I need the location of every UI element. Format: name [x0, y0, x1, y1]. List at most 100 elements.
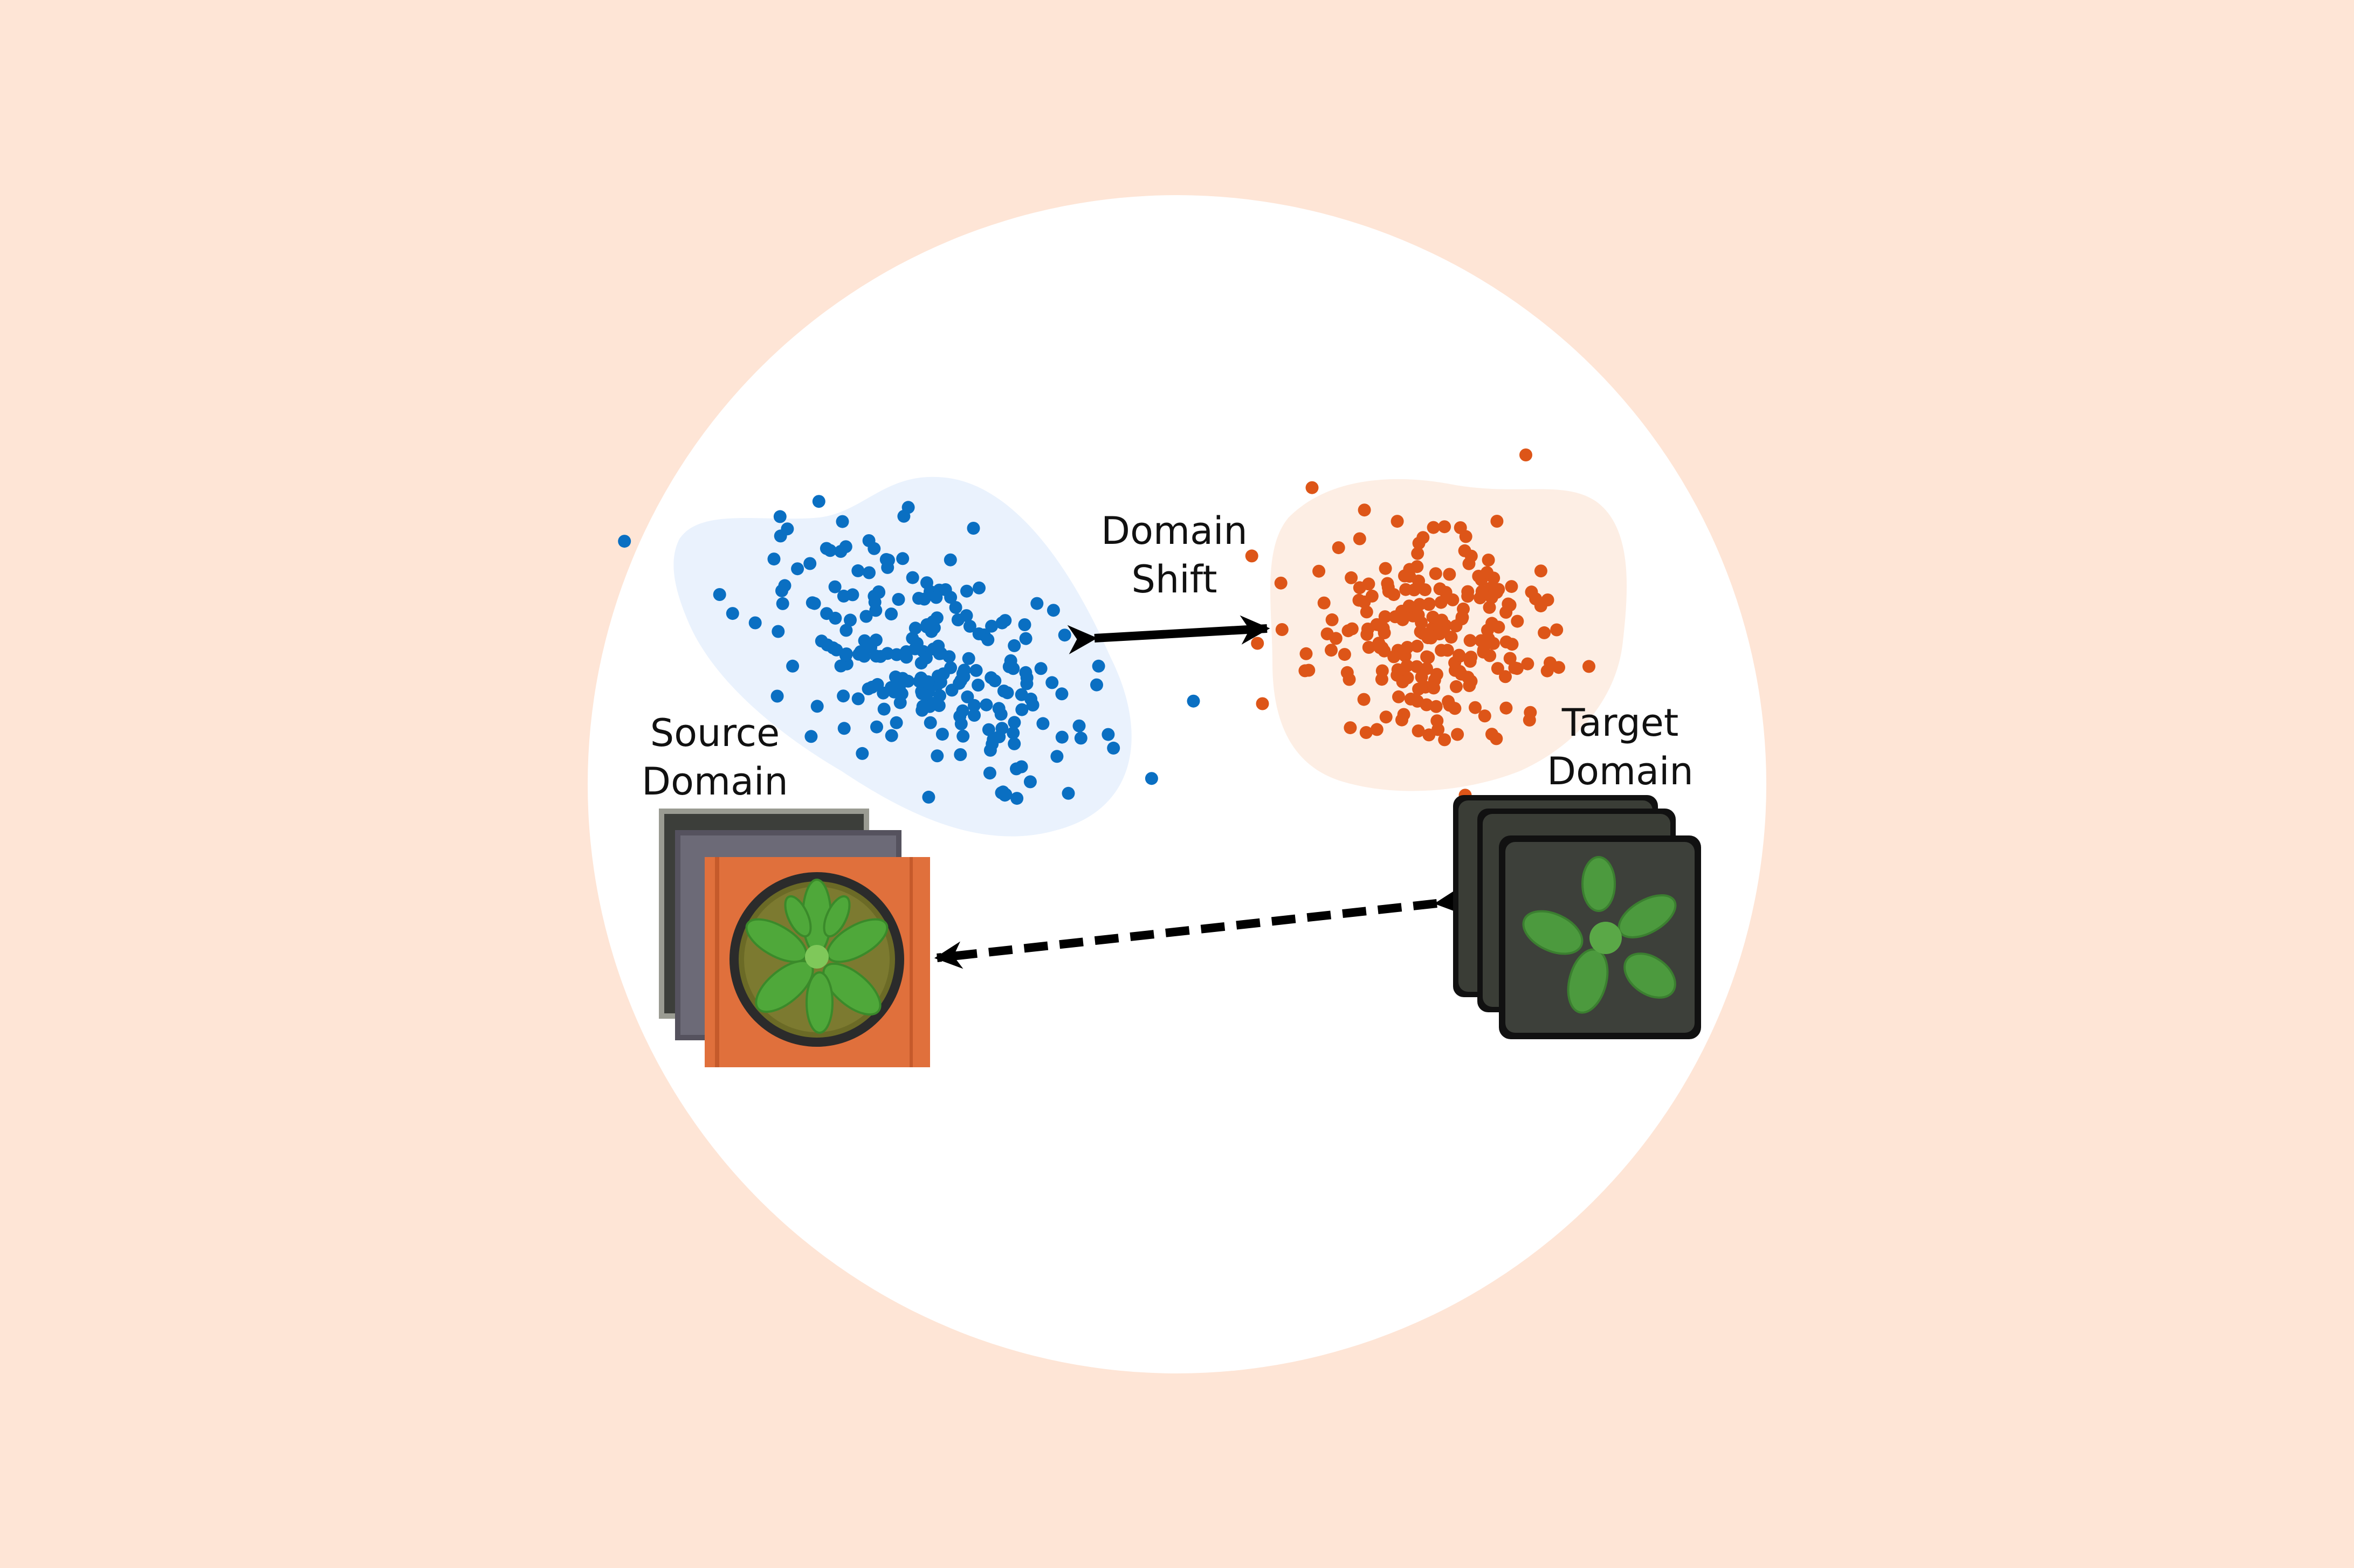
target-point: [1413, 537, 1426, 550]
source-point: [968, 709, 981, 722]
source-point: [932, 669, 945, 682]
source-point: [1055, 687, 1068, 700]
target-point: [1358, 693, 1371, 706]
target-point: [1544, 657, 1557, 669]
source-point: [1020, 632, 1033, 645]
source-point: [858, 634, 871, 647]
source-point: [791, 562, 804, 575]
target-point: [1422, 598, 1435, 611]
target-point: [1482, 554, 1495, 567]
target-point: [1541, 593, 1554, 606]
source-point: [892, 593, 905, 606]
target-point: [1451, 728, 1464, 741]
target-point: [1492, 583, 1505, 596]
domain-shift-label-line2: Shift: [1056, 555, 1293, 604]
target-point: [1453, 649, 1465, 662]
target-point: [1422, 651, 1435, 664]
source-point: [1001, 686, 1014, 699]
target-point: [1345, 571, 1358, 584]
source-point: [1020, 677, 1033, 690]
source-point: [1058, 628, 1071, 641]
target-point: [1353, 533, 1366, 545]
source-point: [995, 722, 1008, 735]
source-point: [996, 617, 1009, 630]
source-point: [970, 664, 983, 677]
source-point: [774, 510, 787, 523]
target-domain-label: Target Domain: [1512, 699, 1728, 796]
target-point: [1505, 580, 1518, 593]
source-point: [1056, 731, 1069, 744]
source-point: [862, 682, 875, 695]
source-point: [749, 617, 762, 630]
target-point: [1403, 570, 1416, 583]
source-point: [896, 552, 909, 565]
source-point: [836, 515, 849, 528]
source-point: [962, 652, 975, 665]
source-point: [900, 651, 913, 664]
source-point: [870, 721, 883, 734]
target-point: [1529, 592, 1542, 605]
source-domain-label: Source Domain: [607, 709, 823, 806]
target-point: [1499, 702, 1512, 715]
source-point: [954, 748, 967, 761]
target-point: [1485, 617, 1498, 630]
source-point: [956, 730, 969, 743]
source-point: [786, 660, 799, 673]
source-point: [920, 652, 933, 665]
target-point: [1338, 648, 1351, 661]
source-point: [924, 716, 937, 729]
target-point: [1427, 611, 1440, 624]
source-point: [1107, 742, 1120, 755]
source-point: [1092, 660, 1105, 673]
source-point: [973, 627, 986, 640]
target-point: [1387, 650, 1400, 663]
source-point: [726, 607, 739, 620]
source-point: [1010, 762, 1023, 775]
target-point: [1396, 675, 1409, 688]
target-point: [1391, 515, 1404, 528]
source-point: [933, 647, 946, 660]
target-point: [1346, 623, 1359, 636]
source-point: [771, 690, 784, 703]
source-point: [890, 716, 903, 729]
target-point: [1298, 664, 1311, 677]
source-point: [906, 571, 919, 584]
target-point: [1550, 624, 1563, 637]
target-point: [1454, 521, 1467, 534]
target-point: [1440, 586, 1453, 599]
target-point: [1256, 697, 1269, 710]
source-point: [885, 607, 898, 620]
source-domain-label-line1: Source: [607, 709, 823, 757]
source-point: [939, 583, 952, 596]
target-point: [1435, 644, 1448, 657]
source-point: [885, 681, 898, 694]
target-point: [1380, 710, 1393, 723]
target-point: [1353, 594, 1366, 607]
target-point: [1401, 659, 1414, 672]
source-point: [837, 689, 850, 702]
source-point: [917, 700, 930, 713]
target-point: [1326, 613, 1339, 626]
source-point: [820, 607, 833, 620]
target-point: [1438, 520, 1451, 533]
source-point: [944, 554, 957, 567]
source-point: [944, 661, 957, 674]
target-point: [1318, 597, 1331, 610]
source-point: [916, 687, 928, 700]
target-point: [1499, 606, 1512, 619]
target-point: [1412, 724, 1425, 737]
target-point: [1411, 695, 1424, 708]
target-point: [1410, 640, 1423, 653]
source-point: [1030, 597, 1043, 610]
source-domain-label-line2: Domain: [607, 757, 823, 806]
target-point: [1321, 627, 1334, 640]
target-point: [1465, 550, 1478, 563]
target-point: [1490, 732, 1503, 745]
source-point: [1062, 787, 1075, 800]
source-point: [863, 567, 876, 579]
source-point: [618, 535, 631, 548]
source-point: [983, 766, 996, 779]
source-point: [973, 582, 986, 595]
plant-photo-stack-icon: [659, 809, 930, 1067]
source-point: [781, 522, 794, 535]
